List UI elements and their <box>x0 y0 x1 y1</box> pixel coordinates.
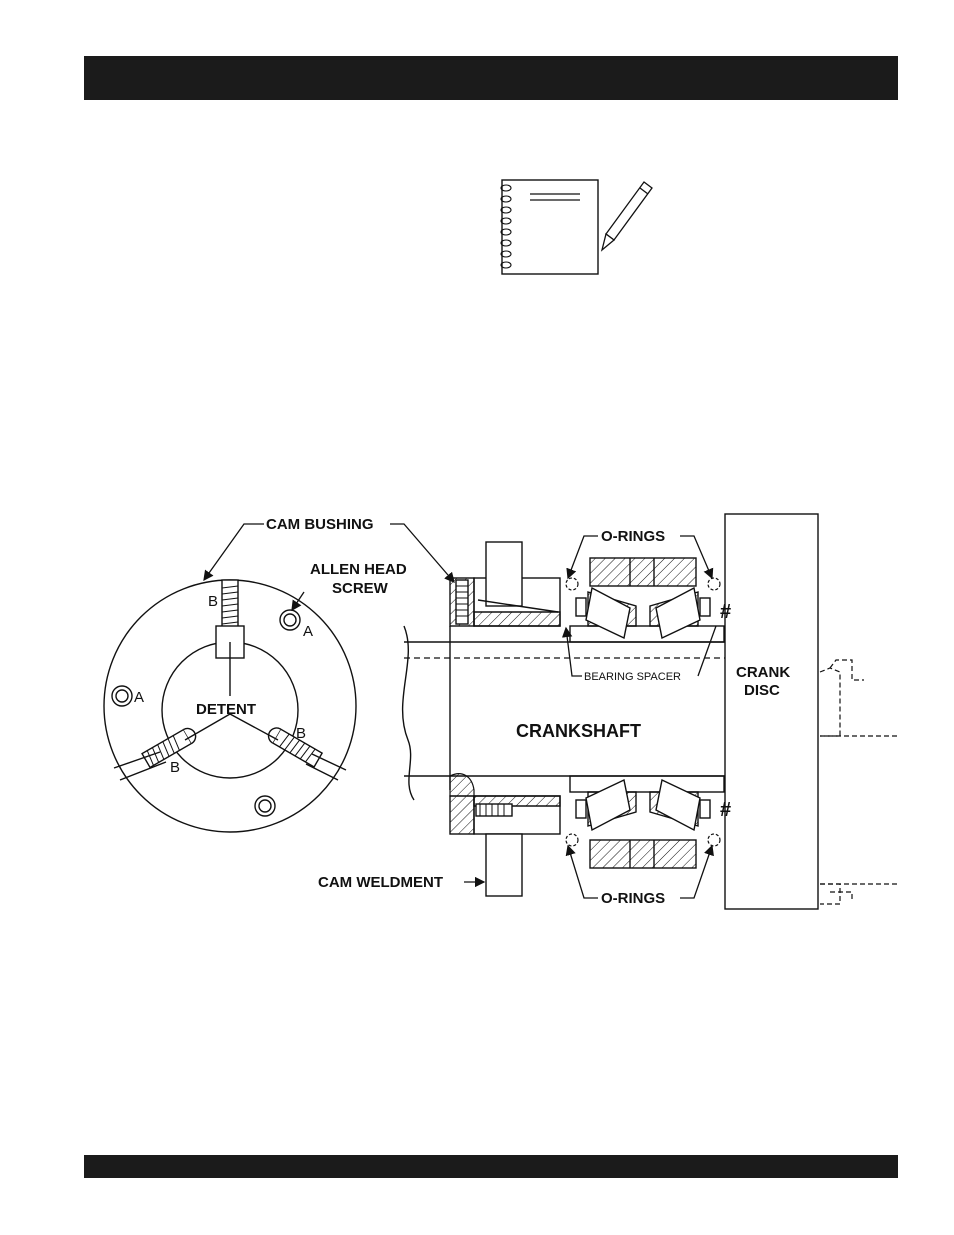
cam-bushing-label: CAM BUSHING <box>266 516 374 533</box>
crank-label: CRANK <box>736 664 790 681</box>
hash-mark-bottom: # <box>720 799 731 821</box>
dashed-hidden-lines <box>820 660 900 904</box>
o-rings-bottom-label: O-RINGS <box>601 890 665 907</box>
screw-label: SCREW <box>332 580 389 597</box>
notepad-pencil-icon <box>496 174 666 278</box>
mark-b-top: B <box>208 593 218 610</box>
cam-bushing-section <box>450 542 560 896</box>
crank-disc <box>725 514 818 909</box>
footer-bar <box>84 1155 898 1178</box>
crankshaft-label: CRANKSHAFT <box>516 721 641 741</box>
detent-label: DETENT <box>196 701 256 718</box>
header-bar <box>84 56 898 100</box>
bearing-top <box>566 558 724 642</box>
mark-b-right: B <box>296 725 306 742</box>
cam-weldment-label: CAM WELDMENT <box>318 874 443 891</box>
mark-a-left: A <box>134 689 144 706</box>
crankshaft-assembly-diagram: CAM BUSHING ALLEN HEAD SCREW O-RINGS O-R… <box>0 500 954 920</box>
bearing-spacer-label: BEARING SPACER <box>584 671 681 683</box>
mark-b-left: B <box>170 759 180 776</box>
bearing-bottom <box>566 776 724 868</box>
disc-label: DISC <box>744 682 780 699</box>
crankshaft-side-view <box>403 626 725 800</box>
allen-head-label: ALLEN HEAD <box>310 561 407 578</box>
hash-mark-top: # <box>720 601 731 623</box>
mark-a-right: A <box>303 623 313 640</box>
o-rings-top-label: O-RINGS <box>601 528 665 545</box>
